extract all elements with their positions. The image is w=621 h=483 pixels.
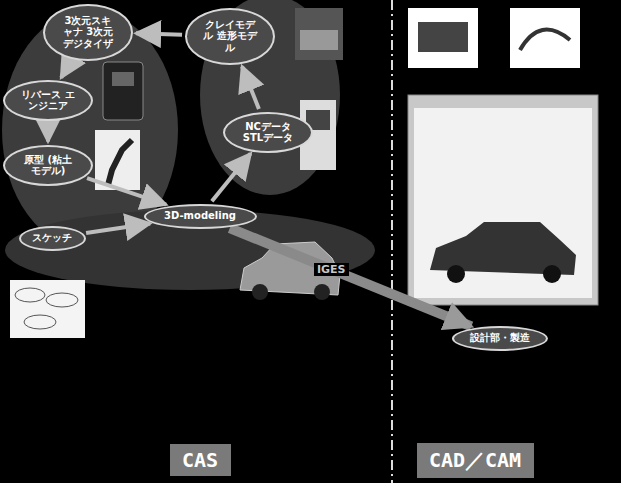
scanner-photo [112, 72, 134, 86]
process-oval: NCデータ STLデータ [223, 112, 313, 153]
cad-car [447, 265, 465, 283]
flow-arrow [61, 61, 71, 77]
cad-car [543, 265, 561, 283]
node-text: スケッチ [32, 232, 72, 244]
cad-part-image [520, 30, 570, 50]
flow-arrow [46, 124, 50, 142]
node-text: 原型 (粘土モデル) [20, 154, 76, 177]
sketch-images [10, 280, 85, 338]
node-text: CAD／CAM [429, 447, 521, 474]
flow-arrow [212, 154, 251, 202]
cad-part-image [418, 22, 468, 52]
flow-arrow [136, 33, 182, 34]
cad-part-image [408, 8, 478, 68]
edge-label: IGES [314, 263, 349, 276]
divider-line [391, 0, 393, 483]
node-text: リバース エンジニア [20, 89, 76, 112]
sketch-images [15, 288, 45, 302]
cad-screen [408, 95, 598, 305]
process-oval: クレイモデル 造形モデル [185, 8, 275, 65]
clay-photo [300, 30, 338, 50]
section-label: CAD／CAM [417, 443, 534, 478]
process-oval: スケッチ [19, 226, 86, 251]
car-model [314, 284, 330, 300]
cad-screen [414, 108, 592, 298]
node-text: 3D-modeling [164, 210, 236, 222]
sketch-images [24, 315, 56, 329]
process-oval: 設計部・製造 [452, 326, 548, 351]
flow-arrow [242, 66, 259, 109]
transfer-arrow [230, 228, 472, 326]
flow-arrow [86, 223, 150, 233]
clay-photo [295, 8, 343, 60]
node-text: 3次元スキャナ 3次元デジタイザ [60, 15, 116, 50]
process-oval: 原型 (粘土モデル) [3, 145, 93, 186]
scanner-photo [103, 62, 143, 120]
car-model [252, 284, 268, 300]
process-oval: 3次元スキャナ 3次元デジタイザ [43, 4, 133, 61]
node-text: クレイモデル 造形モデル [202, 19, 258, 54]
cad-part-image [510, 8, 580, 68]
sketch-images [46, 293, 78, 307]
process-oval: リバース エンジニア [3, 80, 93, 121]
process-oval: 3D-modeling [144, 204, 257, 229]
node-text: CAS [182, 448, 218, 472]
section-label: CAS [170, 444, 231, 476]
robot-photo [108, 140, 132, 185]
node-text: 設計部・製造 [470, 332, 530, 344]
node-text: NCデータ STLデータ [240, 121, 296, 144]
flow-arrow [87, 178, 166, 204]
